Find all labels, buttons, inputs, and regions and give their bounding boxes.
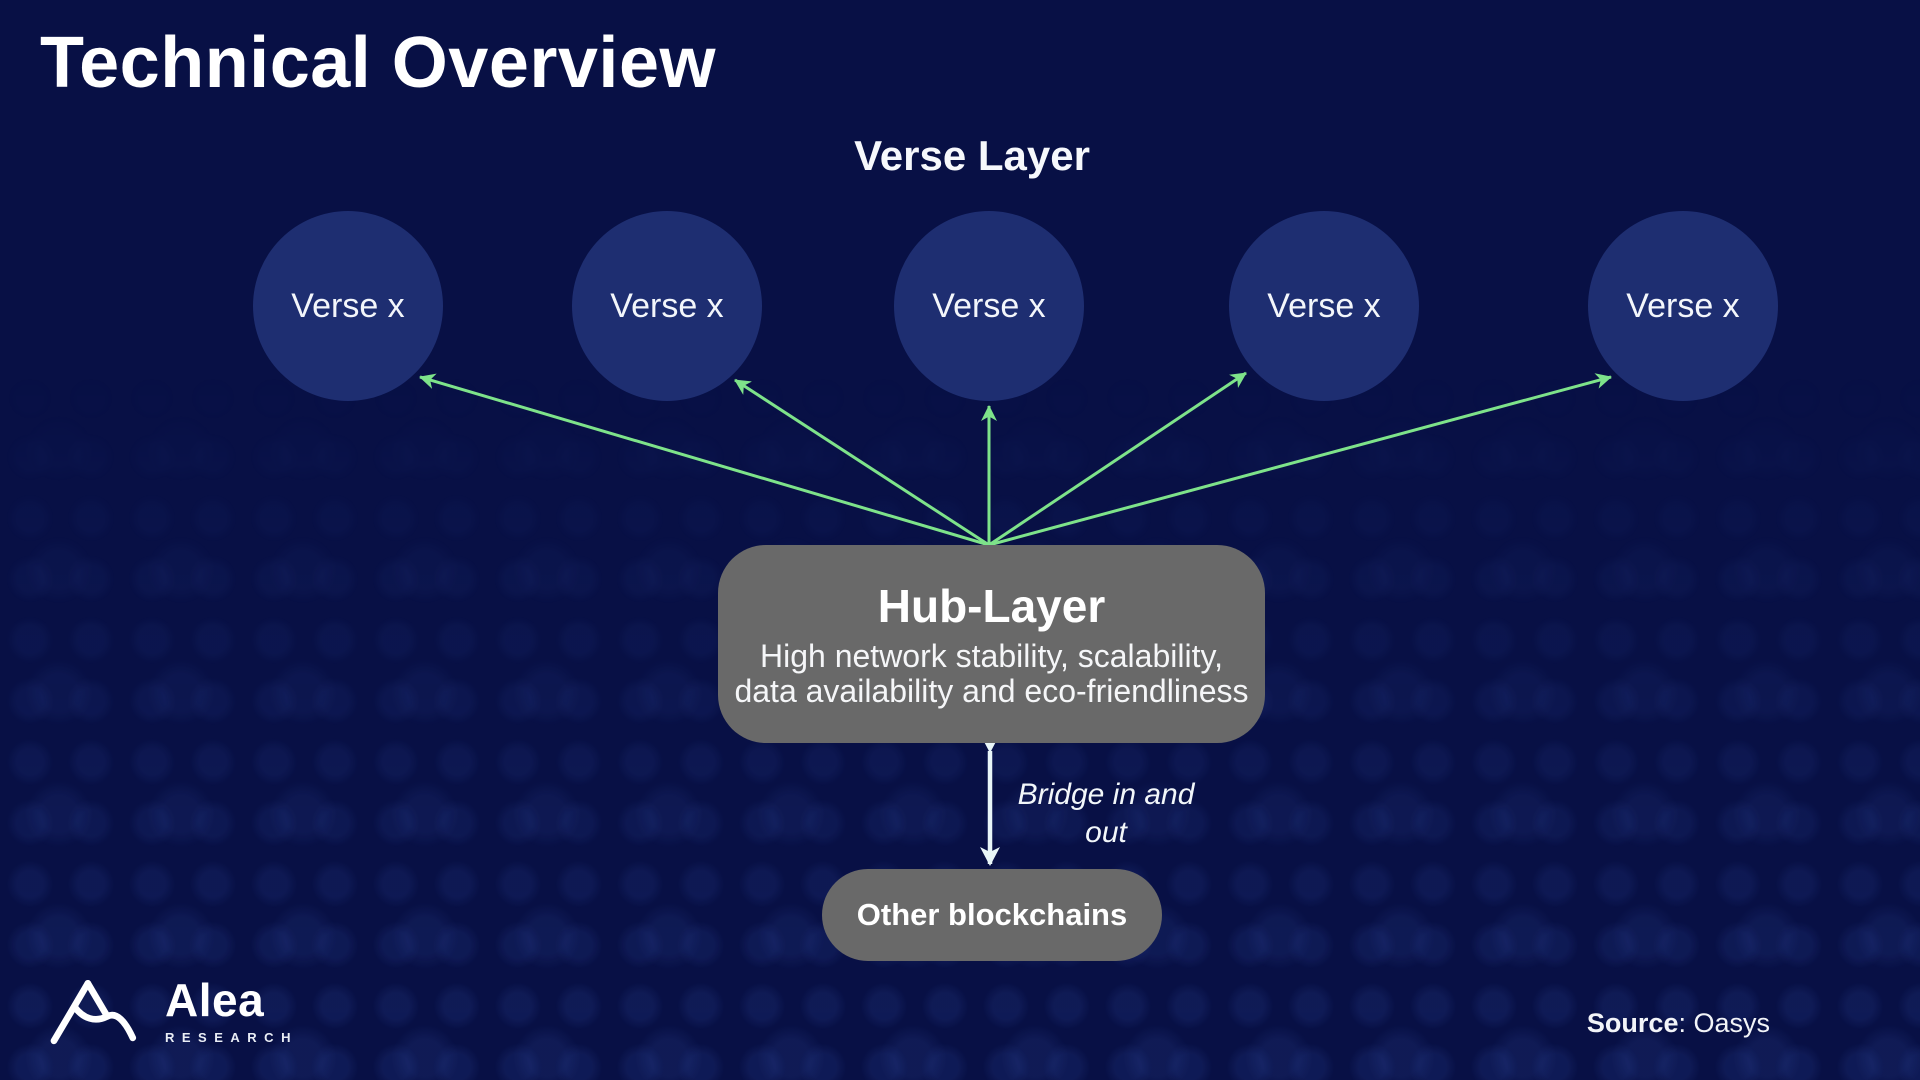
verse-node-label: Verse x [1267,286,1381,325]
other-blockchains-label: Other blockchains [856,897,1128,932]
other-blockchains-box: Other blockchains [822,869,1162,961]
alea-logo-mark-icon [50,980,137,1045]
hub-layer-box: Hub-Layer High network stability, scalab… [718,545,1265,743]
verse-node-label: Verse x [610,286,724,325]
hub-layer-description-line1: High network stability, scalability, [760,638,1223,675]
verse-node: Verse x [572,211,762,401]
verse-node-label: Verse x [291,286,405,325]
green-arrow-lines [419,371,1612,547]
bridge-label-line2: out [1085,816,1127,849]
alea-research-logo: Alea RESEARCH [45,976,298,1046]
logo-name: Alea [165,974,265,1026]
verse-node: Verse x [894,211,1084,401]
verse-layer-heading: Verse Layer [854,132,1090,179]
verse-node: Verse x [253,211,443,401]
page-title: Technical Overview [40,23,716,103]
source-value: : Oasys [1678,1008,1770,1038]
verse-node: Verse x [1588,211,1778,401]
verse-node: Verse x [1229,211,1419,401]
bridge-label-line1: Bridge in and [1017,778,1195,811]
logo-subtitle: RESEARCH [165,1030,298,1045]
hub-layer-title: Hub-Layer [877,579,1106,632]
verse-node-label: Verse x [932,286,1046,325]
hub-layer-description-line2: data availability and eco-friendliness [734,673,1249,710]
logo-text: Alea RESEARCH [165,977,298,1045]
bridge-label: Bridge in and out [1018,776,1195,852]
source-label: Source [1586,1008,1679,1038]
source-note: Source: Oasys [1587,1008,1770,1039]
verse-node-label: Verse x [1626,286,1740,325]
